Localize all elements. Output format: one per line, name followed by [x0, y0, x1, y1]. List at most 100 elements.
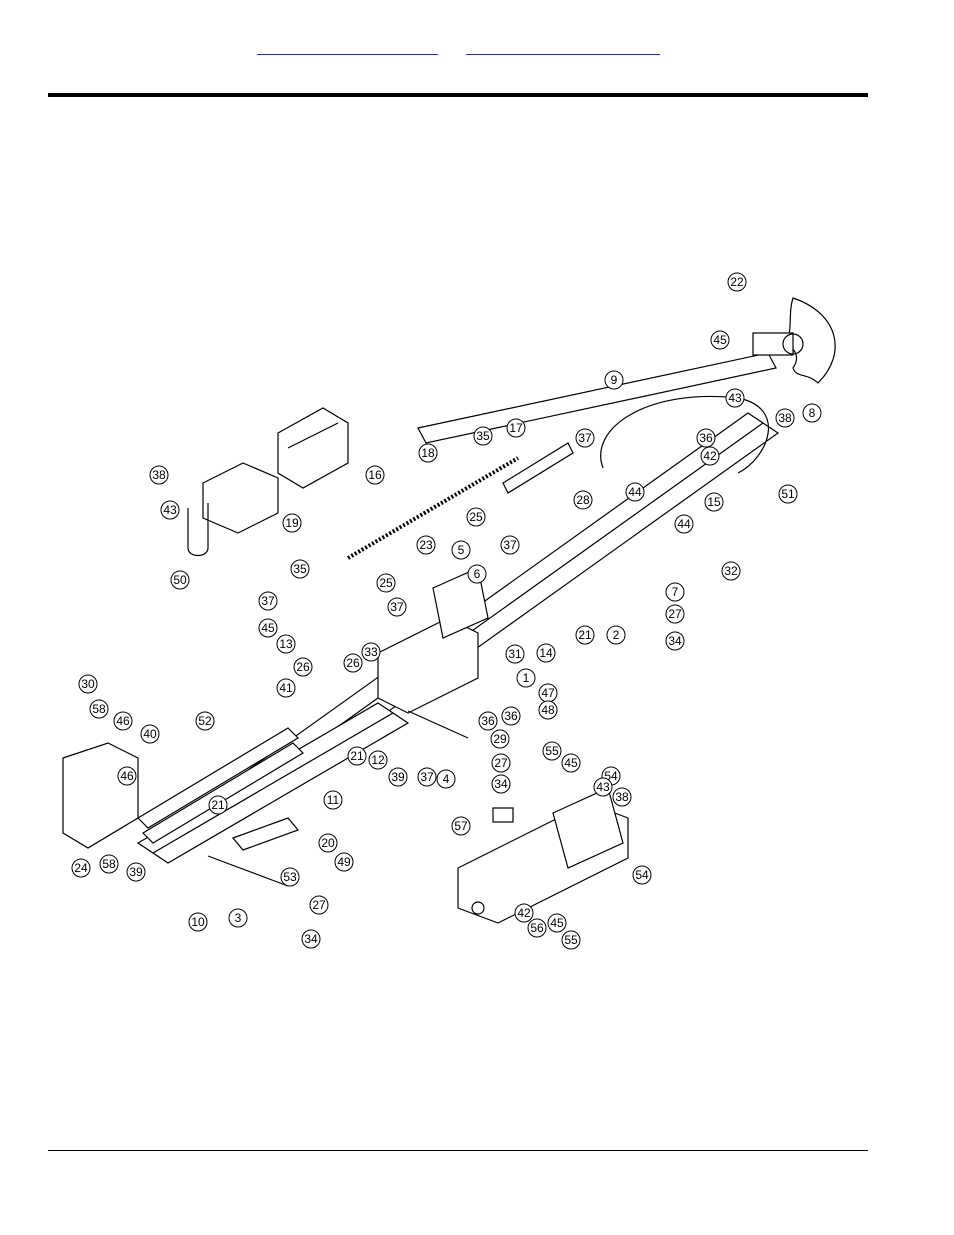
callout-circle: [505, 644, 525, 664]
callout-label: 37: [420, 770, 434, 784]
callout-label: 45: [550, 916, 564, 930]
callout-circle: [195, 711, 215, 731]
callout-c55b: 55: [561, 930, 581, 950]
callout-circle: [160, 500, 180, 520]
callout-label: 8: [809, 406, 816, 420]
callout-label: 18: [421, 446, 435, 460]
callout-circle: [89, 699, 109, 719]
callout-circle: [416, 535, 436, 555]
callout-label: 22: [730, 275, 744, 289]
center-bracket: [377, 567, 489, 714]
callout-circle: [376, 573, 396, 593]
callout-c37d: 37: [387, 597, 407, 617]
shield-20: [231, 817, 300, 851]
callout-circle: [343, 653, 363, 673]
callout-label: 34: [668, 634, 682, 648]
callout-c49: 49: [334, 852, 354, 872]
callout-c58a: 58: [89, 699, 109, 719]
callout-label: 21: [578, 628, 592, 642]
callout-label: 37: [261, 594, 275, 608]
callout-c23: 23: [416, 535, 436, 555]
callout-circle: [388, 767, 408, 787]
hydraulic-cylinder: [137, 727, 304, 844]
bracket-19: [187, 462, 279, 557]
callout-c47: 47: [538, 683, 558, 703]
callout-label: 27: [494, 756, 508, 770]
callout-label: 4: [443, 772, 450, 786]
callout-c37e: 37: [417, 767, 437, 787]
callout-circle: [561, 753, 581, 773]
callout-c45b: 45: [258, 618, 278, 638]
callout-label: 47: [541, 686, 555, 700]
callout-c26a: 26: [343, 653, 363, 673]
callout-c43a: 43: [725, 388, 745, 408]
callout-c43b: 43: [160, 500, 180, 520]
callout-circle: [665, 631, 685, 651]
callout-c45a: 45: [710, 330, 730, 350]
callout-label: 53: [283, 870, 297, 884]
callout-c4: 4: [436, 769, 456, 789]
callout-c34c: 34: [301, 929, 321, 949]
callout-label: 16: [368, 468, 382, 482]
callout-c28: 28: [573, 490, 593, 510]
callout-label: 39: [129, 865, 143, 879]
callout-circle: [700, 446, 720, 466]
header-link-1[interactable]: [257, 40, 438, 55]
callout-circle: [478, 711, 498, 731]
callout-label: 36: [699, 431, 713, 445]
callout-label: 50: [173, 573, 187, 587]
callout-c58b: 58: [99, 854, 119, 874]
callout-c27b: 27: [491, 753, 511, 773]
callout-c56: 56: [527, 918, 547, 938]
callout-circle: [228, 908, 248, 928]
link-arm: [502, 442, 574, 494]
callout-c6: 6: [467, 564, 487, 584]
callout-c44b: 44: [674, 514, 694, 534]
callout-c51: 51: [778, 484, 798, 504]
callout-label: 58: [102, 857, 116, 871]
callout-c15: 15: [704, 492, 724, 512]
chain: [346, 456, 520, 560]
callout-label: 37: [578, 431, 592, 445]
callout-c34b: 34: [491, 774, 511, 794]
callout-circle: [71, 858, 91, 878]
callout-c25b: 25: [376, 573, 396, 593]
rod-3: [207, 855, 289, 887]
connector-57: [492, 807, 514, 823]
callout-circle: [674, 514, 694, 534]
callout-circle: [696, 428, 716, 448]
callout-label: 20: [321, 836, 335, 850]
callout-circle: [593, 777, 613, 797]
callout-circle: [473, 426, 493, 446]
callout-circle: [575, 428, 595, 448]
callout-circle: [170, 570, 190, 590]
callout-circle: [418, 443, 438, 463]
callout-c11: 11: [323, 790, 343, 810]
rod-4: [407, 710, 469, 739]
callout-label: 38: [152, 468, 166, 482]
callout-circle: [727, 272, 747, 292]
callout-c26b: 26: [293, 657, 313, 677]
upper-tube: [417, 352, 777, 444]
callout-c40: 40: [140, 724, 160, 744]
callout-circle: [467, 564, 487, 584]
callout-label: 21: [350, 749, 364, 763]
callout-circle: [78, 674, 98, 694]
callout-c25a: 25: [466, 507, 486, 527]
callout-circle: [604, 370, 624, 390]
callout-c41: 41: [276, 678, 296, 698]
callout-c31: 31: [505, 644, 525, 664]
callout-c16: 16: [365, 465, 385, 485]
callout-circle: [258, 591, 278, 611]
callout-label: 37: [390, 600, 404, 614]
header-link-2[interactable]: [466, 40, 660, 55]
callout-label: 30: [81, 677, 95, 691]
callout-c48: 48: [538, 700, 558, 720]
callout-c50: 50: [170, 570, 190, 590]
hitch-assembly: [457, 787, 629, 924]
callout-label: 9: [611, 373, 618, 387]
callout-label: 55: [564, 933, 578, 947]
callout-c14: 14: [536, 643, 556, 663]
callout-circle: [451, 816, 471, 836]
